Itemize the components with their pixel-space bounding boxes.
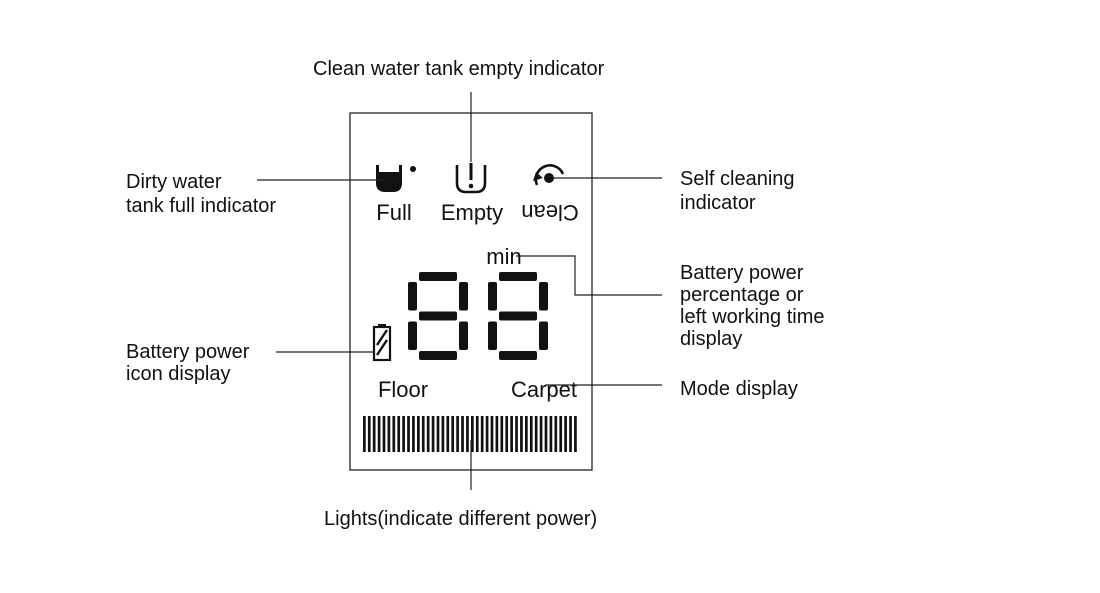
power-light-bar — [505, 416, 509, 452]
power-light-bar — [451, 416, 455, 452]
power-light-bar — [466, 416, 469, 452]
power-light-bar — [554, 416, 558, 452]
power-light-bar — [407, 416, 410, 452]
power-light-bar — [529, 416, 533, 452]
dirty-tank-full-icon — [376, 165, 416, 192]
callout-line: tank full indicator — [126, 195, 277, 217]
power-light-bar — [363, 416, 366, 452]
battery-display-callout: Battery power percentage or left working… — [680, 262, 825, 350]
seven-segment-digit-2 — [488, 272, 548, 360]
power-light-bar — [402, 416, 405, 452]
callout-line: icon display — [126, 363, 231, 385]
segment-g — [419, 311, 457, 321]
power-light-bar — [412, 416, 415, 452]
power-light-bar — [471, 416, 474, 452]
power-light-bar — [456, 416, 459, 452]
power-light-bar — [475, 416, 479, 452]
segment-f — [488, 282, 497, 311]
segment-f — [408, 282, 417, 311]
power-lights — [363, 416, 577, 452]
callout-line: Dirty water — [126, 171, 222, 193]
power-light-bar — [569, 416, 572, 452]
self-cleaning-icon — [533, 164, 565, 186]
power-light-bar — [520, 416, 523, 452]
power-light-bar — [436, 416, 440, 452]
lcd-min-label: min — [486, 244, 521, 269]
lcd-full-label: Full — [376, 200, 411, 225]
lcd-empty-label: Empty — [441, 200, 503, 225]
lcd-floor-label: Floor — [378, 377, 428, 402]
power-light-bar — [397, 416, 401, 452]
power-light-bar — [446, 416, 450, 452]
segment-c — [459, 321, 468, 350]
segment-b — [539, 282, 548, 311]
leader-lines — [257, 92, 662, 490]
callout-line: percentage or — [680, 284, 804, 306]
lcd-carpet-label: Carpet — [511, 377, 577, 402]
power-light-bar — [515, 416, 518, 452]
power-light-bar — [382, 416, 386, 452]
self-cleaning-callout: Self cleaning indicator — [680, 167, 795, 215]
callout-line: Self cleaning — [680, 168, 795, 190]
segment-d — [419, 351, 457, 360]
callout-line: Battery power — [126, 341, 250, 363]
segment-b — [459, 282, 468, 311]
power-light-bar — [426, 416, 430, 452]
power-light-bar — [387, 416, 391, 452]
power-light-bar — [549, 416, 553, 452]
leader-battery-display — [516, 255, 662, 296]
segment-c — [539, 321, 548, 350]
power-light-bar — [564, 416, 567, 452]
clean-tank-empty-icon — [455, 163, 487, 194]
power-light-bar — [372, 416, 376, 452]
power-light-bar — [480, 416, 484, 452]
segment-g — [499, 311, 537, 321]
power-light-bar — [441, 416, 445, 452]
power-light-bar — [559, 416, 563, 452]
battery-icon-callout: Battery power icon display — [126, 341, 249, 385]
dirty-tank-full-callout: Dirty water tank full indicator — [126, 170, 276, 218]
power-light-bar — [421, 416, 425, 452]
power-light-bar — [544, 416, 548, 452]
segment-a — [419, 272, 457, 281]
power-light-bar — [417, 416, 420, 452]
power-light-bar — [500, 416, 504, 452]
power-light-bar — [431, 416, 435, 452]
power-light-bar — [461, 416, 464, 452]
power-light-bar — [495, 416, 499, 452]
power-light-bar — [525, 416, 528, 452]
power-light-bar — [574, 416, 577, 452]
lights-callout: Lights(indicate different power) — [324, 508, 598, 530]
power-light-bar — [490, 416, 494, 452]
mode-display-callout: Mode display — [680, 378, 798, 400]
segment-e — [488, 321, 497, 350]
callout-line: indicator — [680, 192, 756, 214]
clean-tank-empty-callout: Clean water tank empty indicator — [313, 58, 605, 80]
power-light-bar — [392, 416, 396, 452]
segment-e — [408, 321, 417, 350]
segment-d — [499, 351, 537, 360]
callout-line: display — [680, 328, 743, 350]
seven-segment-digit-1 — [408, 272, 468, 360]
battery-icon — [372, 324, 392, 362]
lcd-clean-label: Clean — [521, 200, 578, 225]
callout-line: Battery power — [680, 262, 804, 284]
power-light-bar — [534, 416, 538, 452]
power-light-bar — [510, 416, 513, 452]
power-light-bar — [377, 416, 381, 452]
power-light-bar — [539, 416, 543, 452]
power-light-bar — [367, 416, 371, 452]
segment-a — [499, 272, 537, 281]
power-light-bar — [485, 416, 489, 452]
callout-line: left working time — [680, 306, 825, 328]
